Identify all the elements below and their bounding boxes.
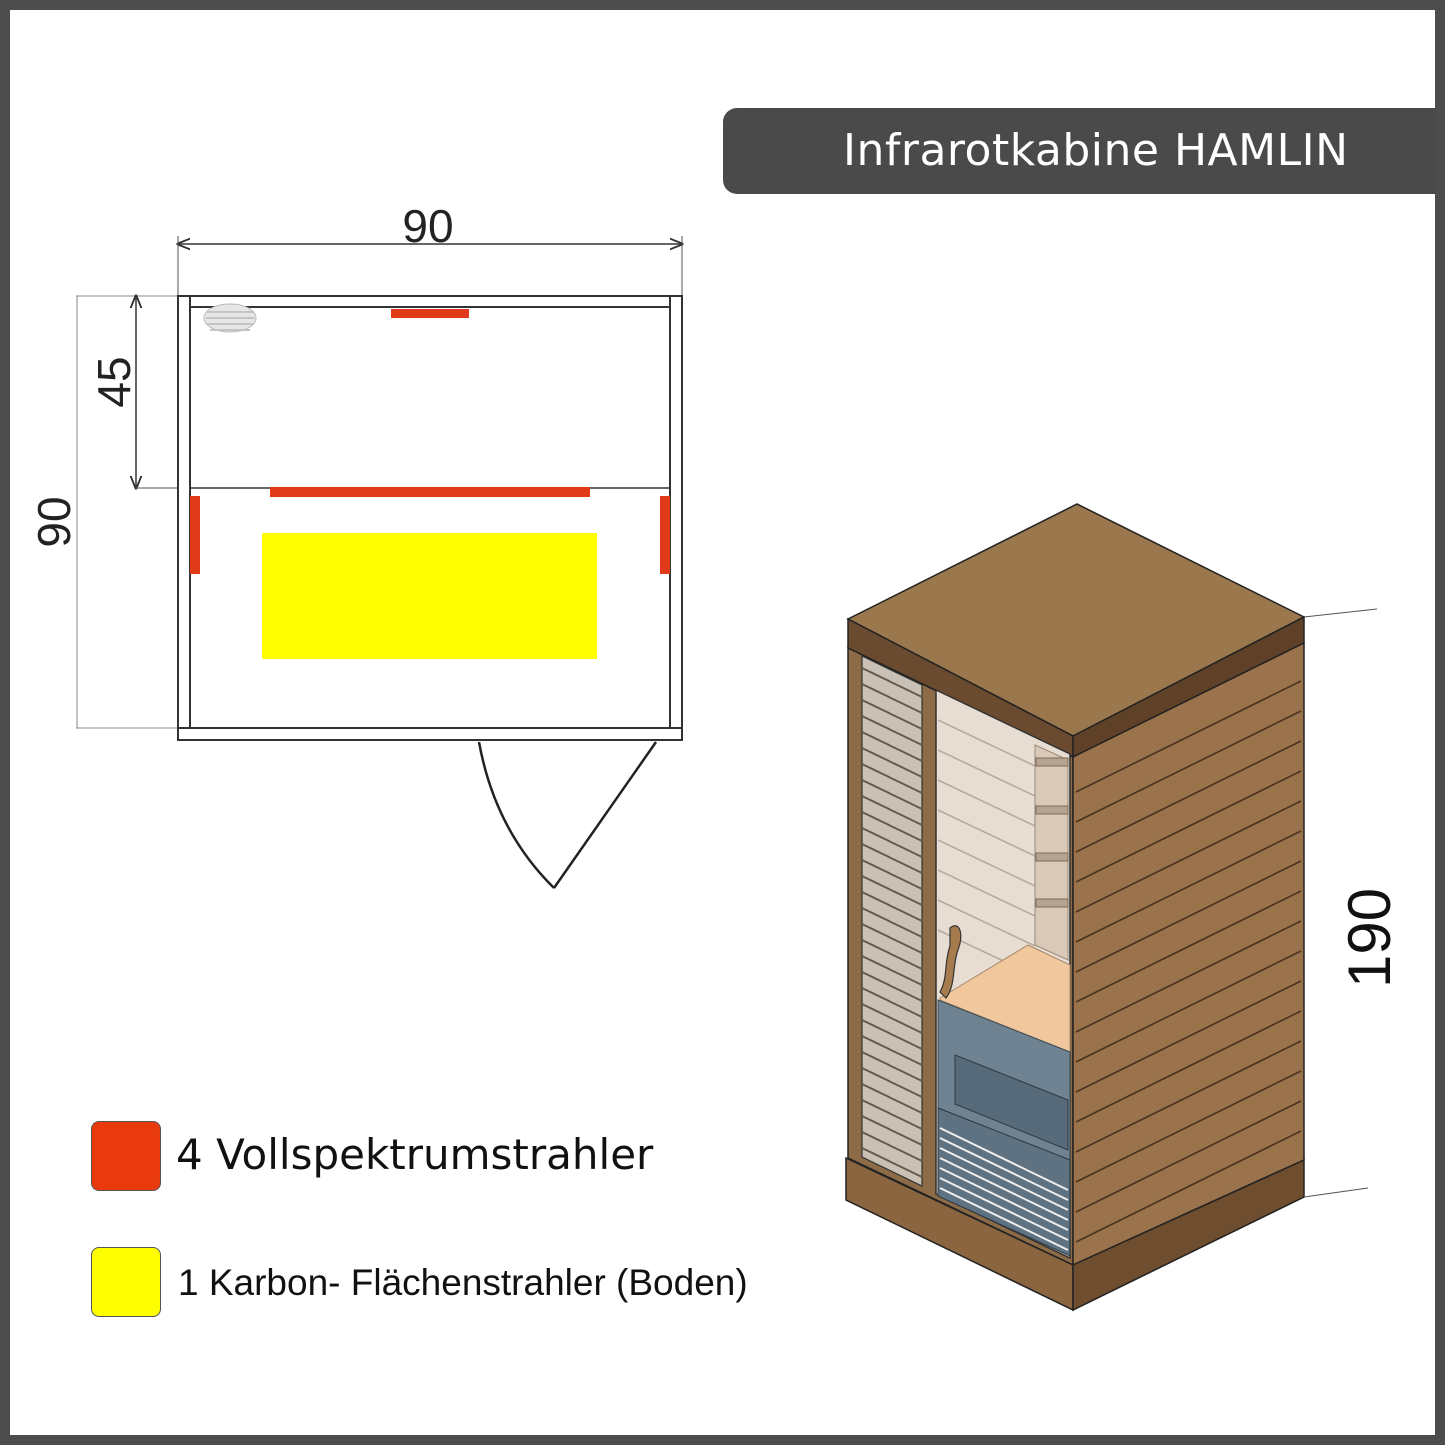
height-label: 190 <box>1336 888 1403 988</box>
door-handle <box>939 925 962 999</box>
carbon-floor-heater <box>262 533 597 659</box>
width-label: 90 <box>402 200 453 252</box>
depth-label: 90 <box>28 496 80 547</box>
heater-back-upper <box>391 309 469 318</box>
height-extension-bottom <box>1303 1187 1369 1198</box>
front-wall <box>177 727 683 741</box>
heater-back-bench <box>270 487 590 497</box>
cabin-side-slats <box>1075 680 1302 1243</box>
left-wall <box>177 295 191 741</box>
legend-swatch-carbon <box>91 1247 161 1317</box>
floor-plan: 90 90 45 <box>28 200 683 889</box>
heater-right <box>660 496 670 574</box>
cabin-front-slats <box>861 655 923 1187</box>
legend-label-full-spectrum: 4 Vollspektrumstrahler <box>176 1130 654 1179</box>
legend-label-carbon: 1 Karbon- Flächenstrahler (Boden) <box>178 1262 748 1303</box>
title-banner: Infrarotkabine HAMLIN <box>723 108 1435 194</box>
right-wall <box>669 295 683 741</box>
door-swing <box>477 741 658 889</box>
title-text: Infrarotkabine HAMLIN <box>843 125 1349 176</box>
cabin-glass-door <box>935 688 1071 1260</box>
lamp-icon <box>203 303 257 333</box>
height-extension-top <box>1303 608 1378 618</box>
bench-depth-label: 45 <box>88 356 140 407</box>
legend-swatch-full-spectrum <box>91 1121 161 1191</box>
cabin-illustration: 190 <box>845 503 1403 1312</box>
back-wall <box>177 295 683 308</box>
heater-left <box>190 496 200 574</box>
